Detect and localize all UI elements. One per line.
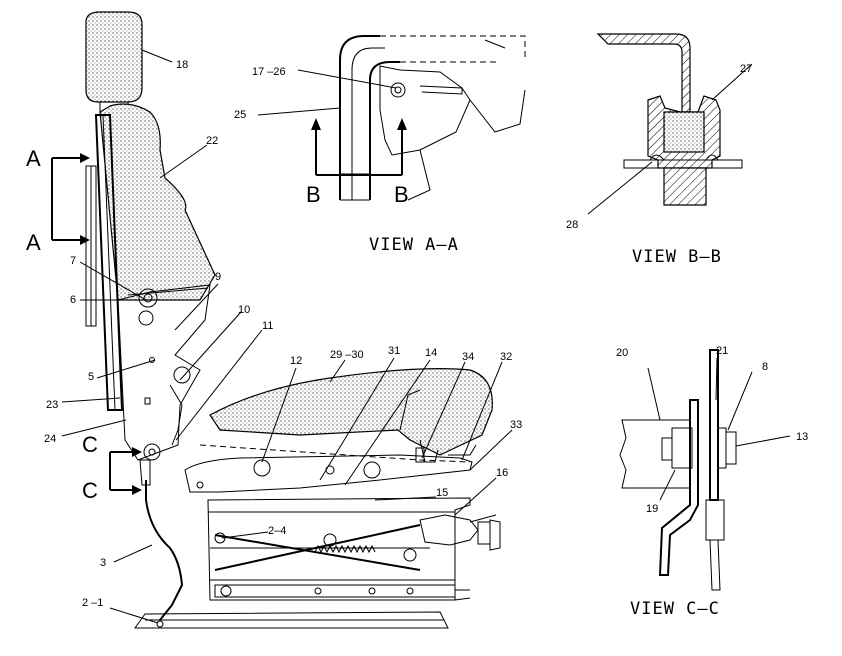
section-marker-c1: C xyxy=(82,432,98,457)
back-cushion xyxy=(99,103,216,301)
callout-6: 6 xyxy=(70,294,76,306)
callout-2-4: 2–4 xyxy=(268,525,286,537)
callout-32: 32 xyxy=(500,351,512,363)
seat-cushion xyxy=(209,368,493,456)
base-plate xyxy=(134,611,449,629)
view-bb-drawing xyxy=(587,33,753,215)
callout-5: 5 xyxy=(88,371,94,383)
back-frame-rail xyxy=(94,114,124,411)
callout-19: 19 xyxy=(646,503,658,515)
callout-15: 15 xyxy=(436,487,448,499)
section-marker-b2: B xyxy=(394,182,409,207)
view-aa-drawing xyxy=(257,35,526,201)
callout-14: 14 xyxy=(425,347,437,359)
callout-31: 31 xyxy=(388,345,400,357)
callout-9: 9 xyxy=(215,271,221,283)
view-aa-title: VIEW A–A xyxy=(369,235,459,255)
callout-12: 12 xyxy=(290,355,302,367)
callout-23: 23 xyxy=(46,399,58,411)
callout-34: 34 xyxy=(462,351,474,363)
callout-10: 10 xyxy=(238,304,250,316)
view-cc-drawing xyxy=(619,349,791,591)
callout-8: 8 xyxy=(762,361,768,373)
view-cc-title: VIEW C–C xyxy=(630,599,720,619)
callout-21: 21 xyxy=(716,345,728,357)
callout-25: 25 xyxy=(234,109,246,121)
section-marker-a1: A xyxy=(26,146,41,171)
callout-33: 33 xyxy=(510,419,522,431)
section-arrows-cc xyxy=(109,447,142,495)
section-marker-a2: A xyxy=(26,230,41,255)
section-arrows-aa xyxy=(51,153,90,245)
view-bb-title: VIEW B–B xyxy=(632,247,722,267)
section-marker-c2: C xyxy=(82,478,98,503)
callout-2-1: 2 –1 xyxy=(82,597,103,609)
callout-13: 13 xyxy=(796,431,808,443)
callout-17-26: 17 –26 xyxy=(252,66,286,78)
callout-11: 11 xyxy=(262,320,273,332)
leader-lines xyxy=(61,49,513,624)
cable xyxy=(145,480,184,621)
callout-24: 24 xyxy=(44,433,56,445)
recline-plate xyxy=(117,284,211,461)
callout-22: 22 xyxy=(206,135,218,147)
section-marker-b1: B xyxy=(306,182,321,207)
headrest xyxy=(85,11,143,103)
callout-29-30: 29 –30 xyxy=(330,349,364,361)
callout-16: 16 xyxy=(496,467,508,479)
callout-20: 20 xyxy=(616,347,628,359)
callout-3: 3 xyxy=(100,557,106,569)
suspension-housing xyxy=(207,497,471,601)
callout-28: 28 xyxy=(566,219,578,231)
callout-7: 7 xyxy=(70,255,76,267)
callout-27: 27 xyxy=(740,63,752,75)
callout-18: 18 xyxy=(176,59,188,71)
seat-side-view xyxy=(51,11,513,629)
